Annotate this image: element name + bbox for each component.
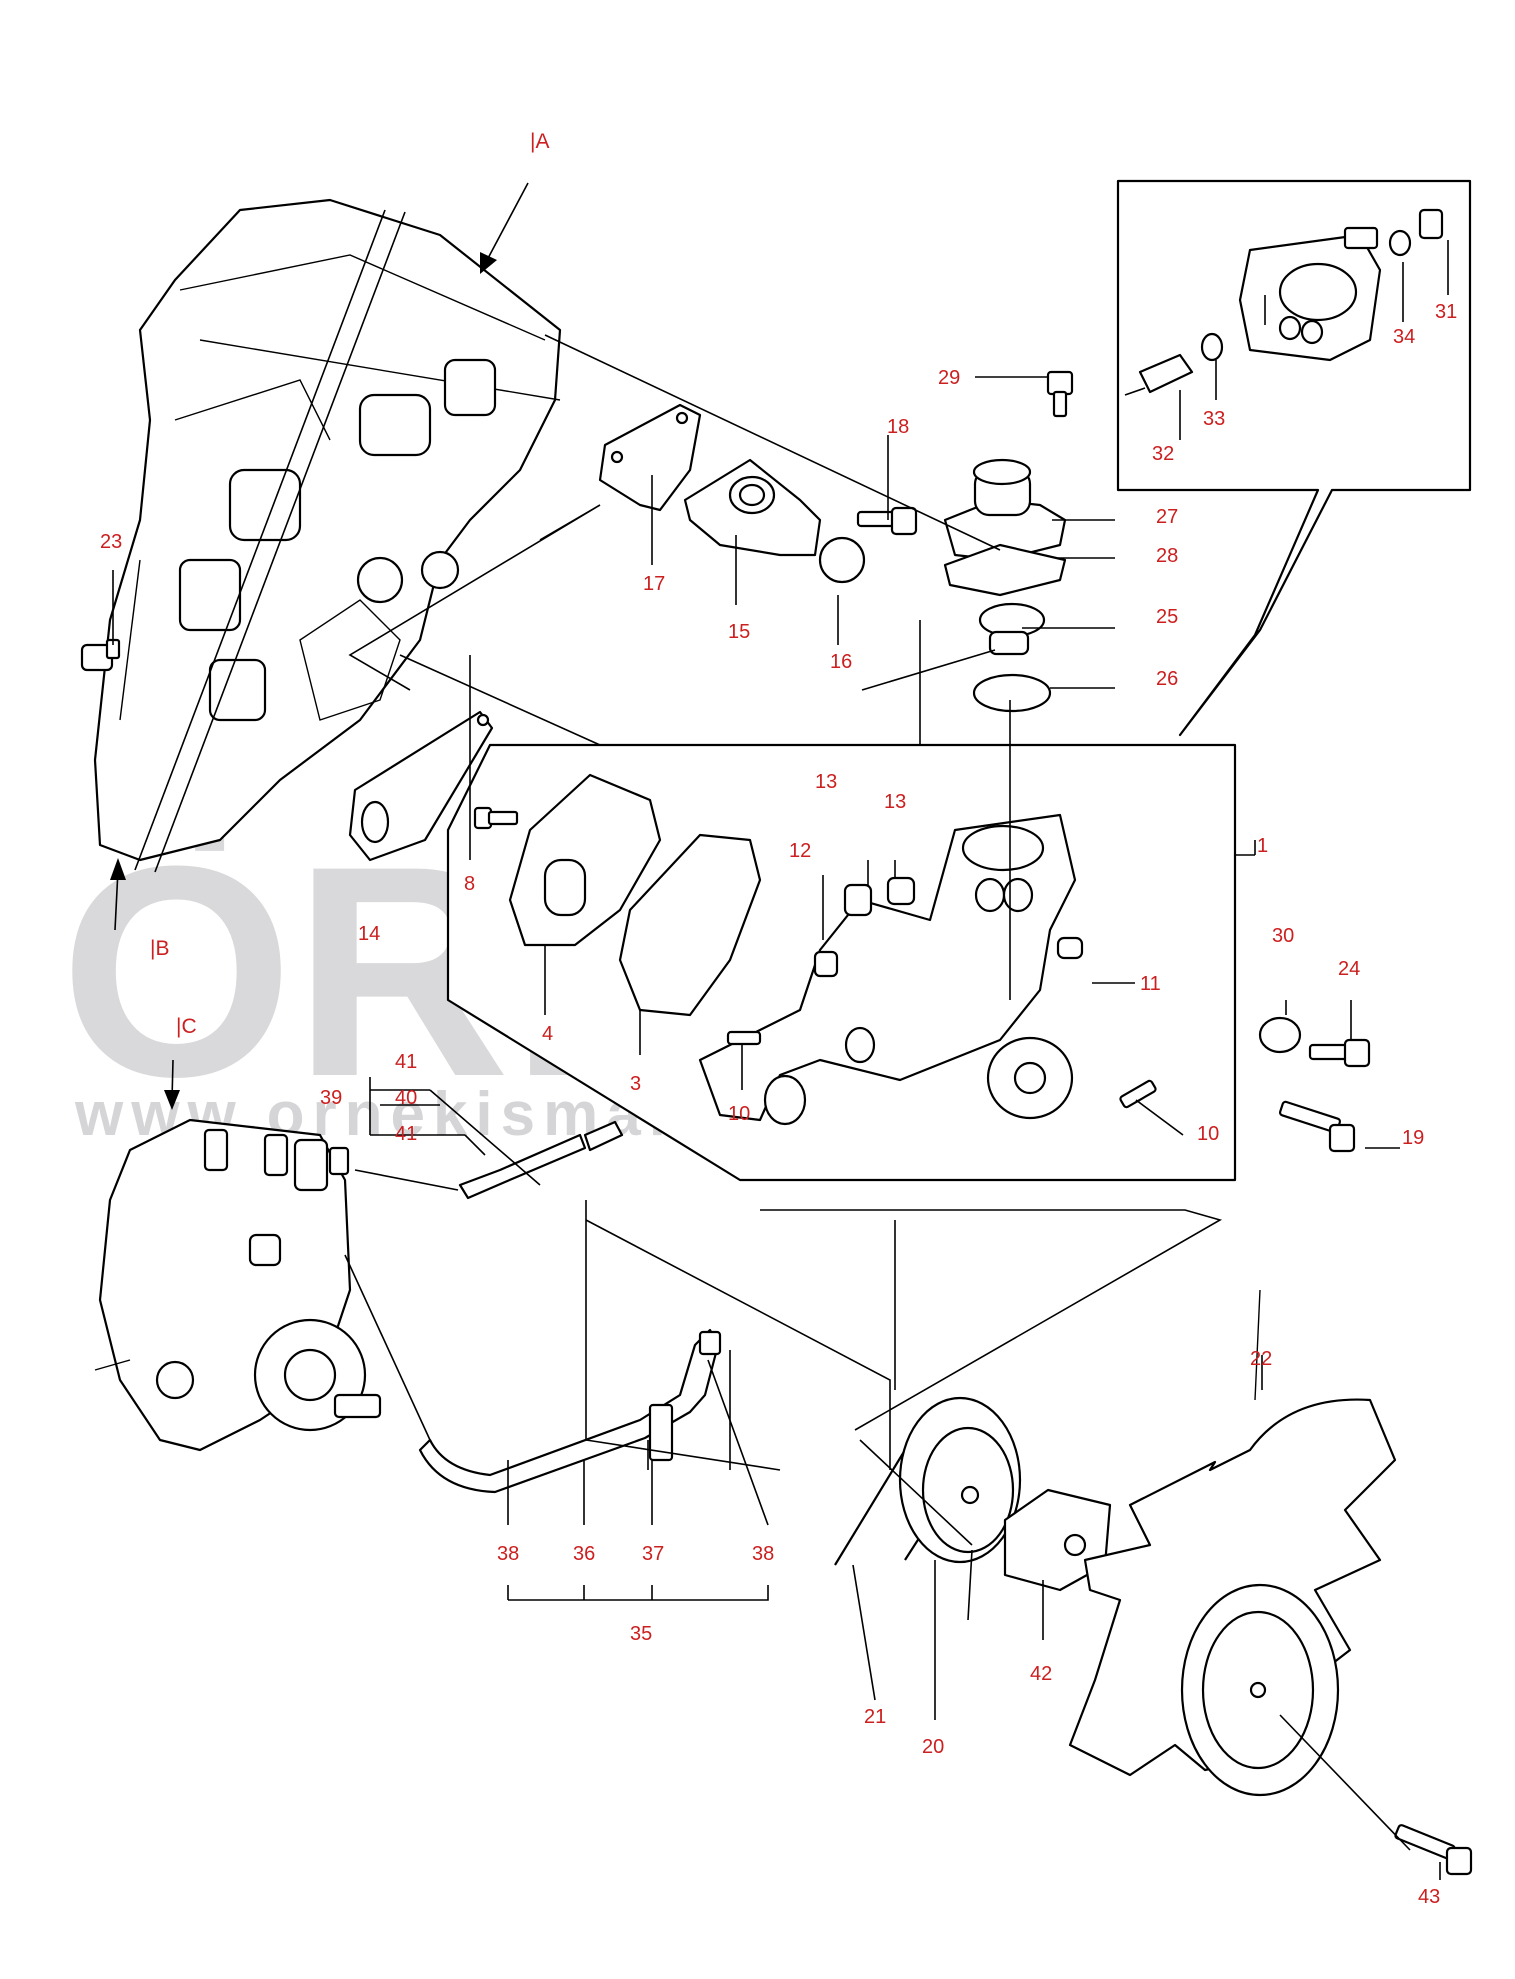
callout-18: 18 — [887, 416, 909, 438]
callout-28: 28 — [1156, 545, 1178, 567]
spacer-42 — [1003, 1488, 1112, 1592]
callout-32: 32 — [1152, 443, 1174, 465]
callout-33: 33 — [1203, 408, 1225, 430]
callout-31: 31 — [1435, 301, 1457, 323]
callout-41b: 41 — [395, 1123, 417, 1145]
callout-23: 23 — [100, 531, 122, 553]
callout-42: 42 — [1030, 1663, 1052, 1685]
inset-box — [1116, 179, 1472, 737]
callout-35: 35 — [630, 1623, 652, 1645]
callout-12: 12 — [789, 840, 811, 862]
callout-24: 24 — [1338, 958, 1360, 980]
callout-38b: 38 — [752, 1543, 774, 1565]
callout-13b: 13 — [884, 791, 906, 813]
thermostat-cover-27 — [943, 458, 1067, 562]
callout-4: 4 — [542, 1023, 553, 1045]
gasket-28 — [943, 543, 1067, 597]
bolt-19 — [1278, 1100, 1356, 1153]
plate-4 — [508, 773, 662, 947]
bolt-8 — [473, 806, 519, 830]
fan-22 — [1068, 1289, 1397, 1797]
washer-30 — [1258, 1016, 1302, 1054]
callout-30: 30 — [1272, 925, 1294, 947]
plug-12 — [813, 950, 839, 978]
water-outlet-15 — [683, 458, 822, 557]
callout-17: 17 — [643, 573, 665, 595]
ref-b: |B — [150, 937, 169, 960]
stud-10 — [726, 1030, 1157, 1109]
callout-3: 3 — [630, 1073, 641, 1095]
callout-40: 40 — [395, 1087, 417, 1109]
callout-10b: 10 — [1197, 1123, 1219, 1145]
callout-20: 20 — [922, 1736, 944, 1758]
callout-34: 34 — [1393, 326, 1415, 348]
callout-11: 11 — [1140, 973, 1161, 995]
callout-29: 29 — [938, 367, 960, 389]
hose-40 — [458, 1120, 624, 1200]
callout-36: 36 — [573, 1543, 595, 1565]
bolt-43 — [1394, 1824, 1473, 1876]
gasket-3 — [618, 833, 762, 1017]
callout-27: 27 — [1156, 506, 1178, 528]
gasket-14 — [348, 710, 494, 862]
water-pump-1 — [698, 813, 1077, 1126]
ref-c: |C — [176, 1015, 197, 1038]
callout-43: 43 — [1418, 1886, 1440, 1908]
plug-13 — [843, 876, 916, 917]
pulley-20 — [898, 1396, 1022, 1564]
callout-14: 14 — [358, 923, 380, 945]
o-ring-16 — [818, 536, 866, 584]
bolt-29 — [1046, 370, 1074, 418]
callout-22: 22 — [1250, 1348, 1272, 1370]
o-ring-26 — [972, 673, 1052, 713]
callout-16: 16 — [830, 651, 852, 673]
callout-38a: 38 — [497, 1543, 519, 1565]
plug-bolt-23 — [80, 638, 121, 672]
leader-lines — [112, 240, 1449, 1880]
callout-25: 25 — [1156, 606, 1178, 628]
callouts: 1 3 4 8 10 10 11 12 13 13 14 15 16 17 18… — [100, 301, 1457, 1908]
callout-19: 19 — [1402, 1127, 1424, 1149]
plug-11 — [1056, 936, 1084, 960]
injection-pump — [94, 1118, 382, 1452]
bolt-24 — [1308, 1038, 1371, 1068]
ref-a: |A — [530, 130, 549, 153]
callout-39: 39 — [320, 1087, 342, 1109]
thermostat-25 — [978, 602, 1046, 656]
callout-13a: 13 — [815, 771, 837, 793]
callout-15: 15 — [728, 621, 750, 643]
engine-block — [93, 198, 562, 862]
callout-21: 21 — [864, 1706, 886, 1728]
callout-8: 8 — [464, 873, 475, 895]
callout-37: 37 — [642, 1543, 664, 1565]
callout-26: 26 — [1156, 668, 1178, 690]
callout-1: 1 — [1257, 835, 1268, 857]
gasket-17 — [598, 403, 702, 512]
bolt-18 — [856, 506, 918, 536]
callout-10a: 10 — [728, 1103, 750, 1125]
callout-41a: 41 — [395, 1051, 417, 1073]
hose-36 — [418, 1328, 722, 1494]
